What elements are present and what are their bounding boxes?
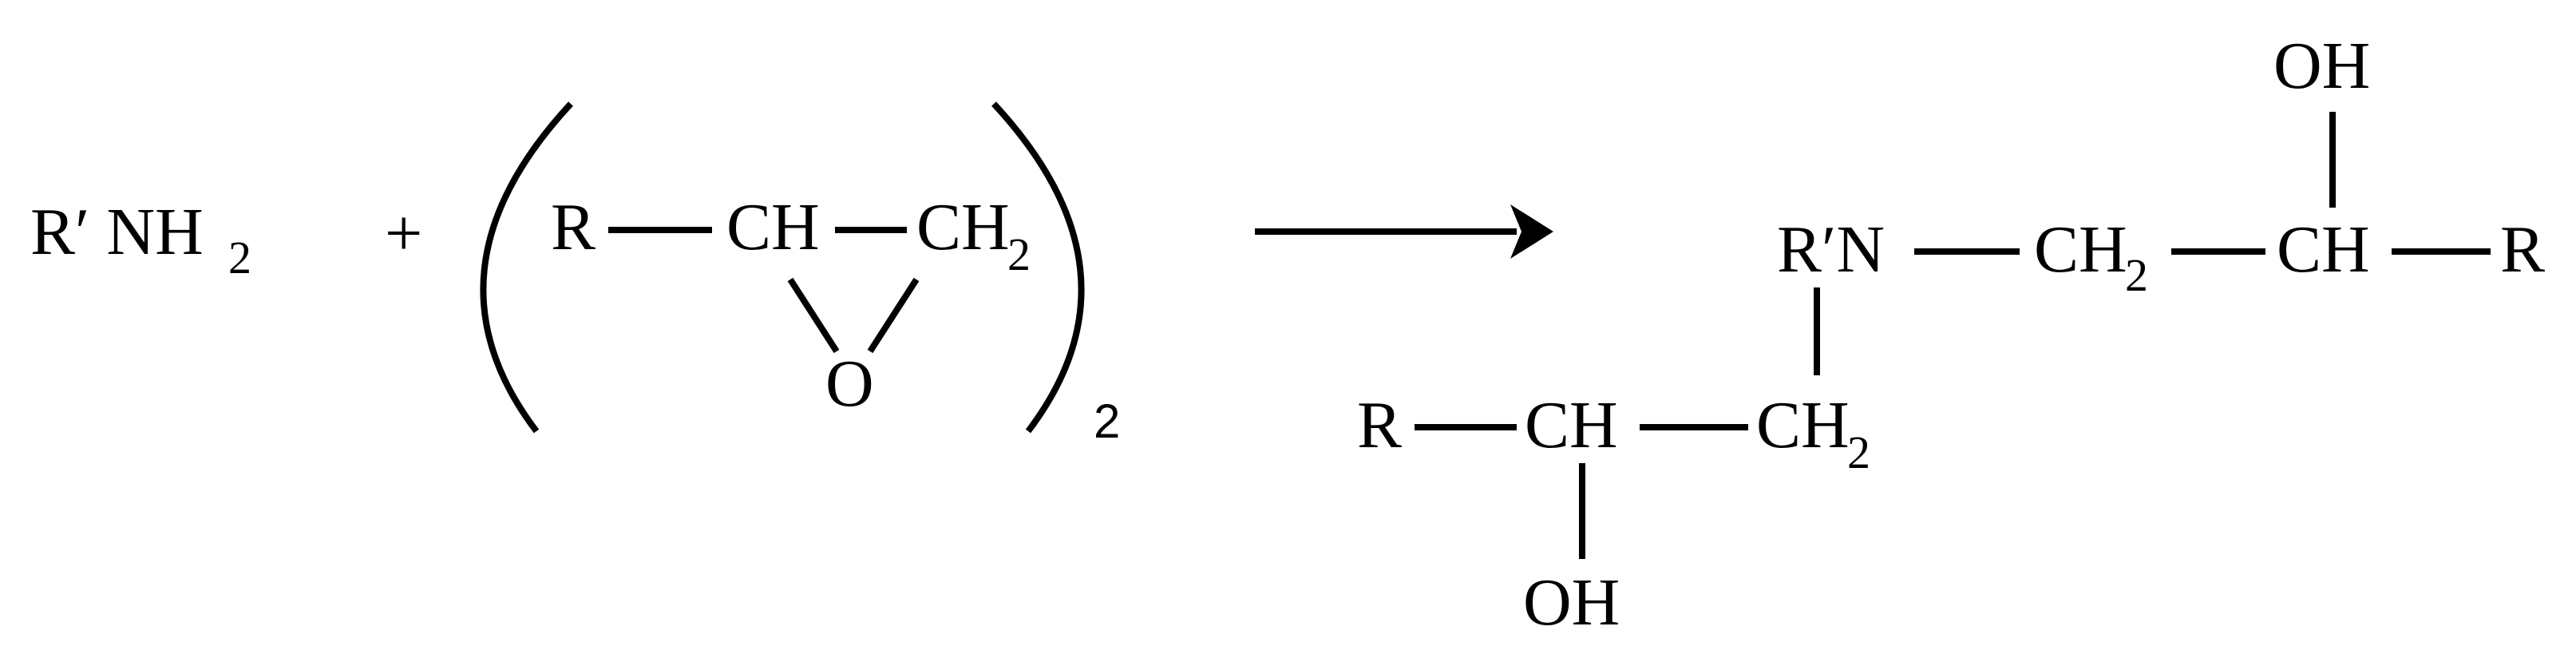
product-ch2-bottom-subscript: 2 [1847, 426, 1870, 478]
reactant-amine: R′ NH 2 [30, 195, 251, 283]
epoxide-ch2-subscript: 2 [1007, 228, 1031, 280]
epoxide-r-group: R [551, 190, 596, 264]
product-r-top: R [2500, 212, 2545, 287]
amine-formula-text: R′ NH [30, 195, 204, 269]
bond-ch-oxygen [787, 277, 840, 354]
epoxide-multiplier: 2 [1094, 394, 1120, 448]
epoxide-oxygen: O [825, 347, 874, 421]
reactant-epoxide: R CH CH 2 O 2 [480, 101, 1120, 448]
product-oh-top: OH [2273, 29, 2370, 103]
arrow-head [1510, 204, 1553, 259]
epoxide-ch: CH [726, 190, 820, 264]
product-r-n: R′N [1777, 212, 1885, 287]
product-ch2-top: CH [2034, 212, 2127, 287]
product-oh-bottom: OH [1523, 565, 1620, 640]
amine-subscript: 2 [228, 232, 251, 283]
right-parenthesis [991, 101, 1085, 434]
epoxide-ch2: CH [916, 190, 1010, 264]
product-ch-bottom: CH [1525, 388, 1618, 462]
left-parenthesis [480, 101, 573, 434]
product-ch-top: CH [2277, 212, 2370, 287]
product-r-bottom: R [1357, 388, 1402, 462]
plus-sign: + [385, 196, 422, 271]
product-ch2-top-subscript: 2 [2125, 249, 2148, 301]
product-ch2-bottom: CH [1756, 388, 1850, 462]
bond-ch2-oxygen [867, 277, 920, 354]
product: R′N CH 2 CH R OH R CH CH 2 OH [1357, 29, 2545, 640]
reaction-arrow [1255, 204, 1553, 259]
